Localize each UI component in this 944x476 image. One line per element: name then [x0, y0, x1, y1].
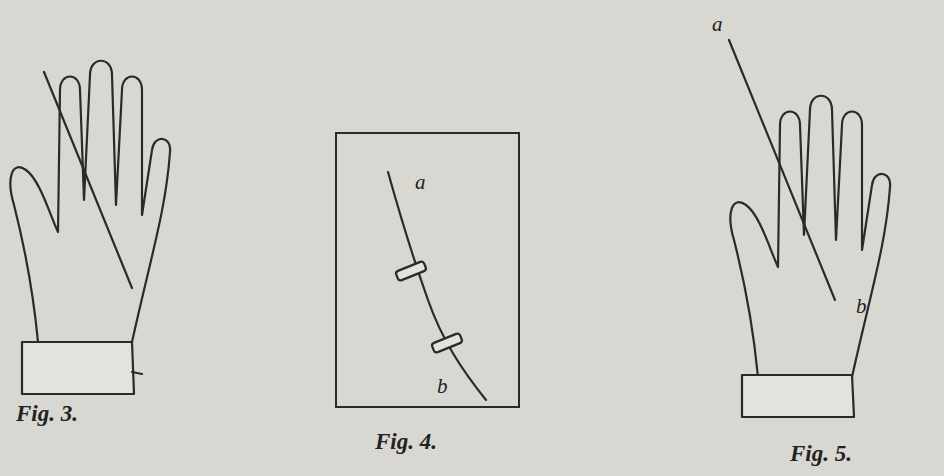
figure-caption: Fig. 5.: [790, 442, 852, 465]
point-letter: b: [856, 296, 867, 317]
point-letter: a: [415, 172, 426, 193]
card-stitch: [388, 172, 486, 400]
glove-figure: [730, 96, 890, 417]
point-letter: a: [712, 14, 723, 35]
figure-caption: Fig. 4.: [375, 430, 437, 453]
figure-caption: Fig. 3.: [16, 402, 78, 425]
card: ab: [335, 132, 520, 408]
glove-figure: [10, 61, 170, 394]
point-letter: b: [437, 376, 448, 397]
cut-line: [729, 40, 835, 300]
